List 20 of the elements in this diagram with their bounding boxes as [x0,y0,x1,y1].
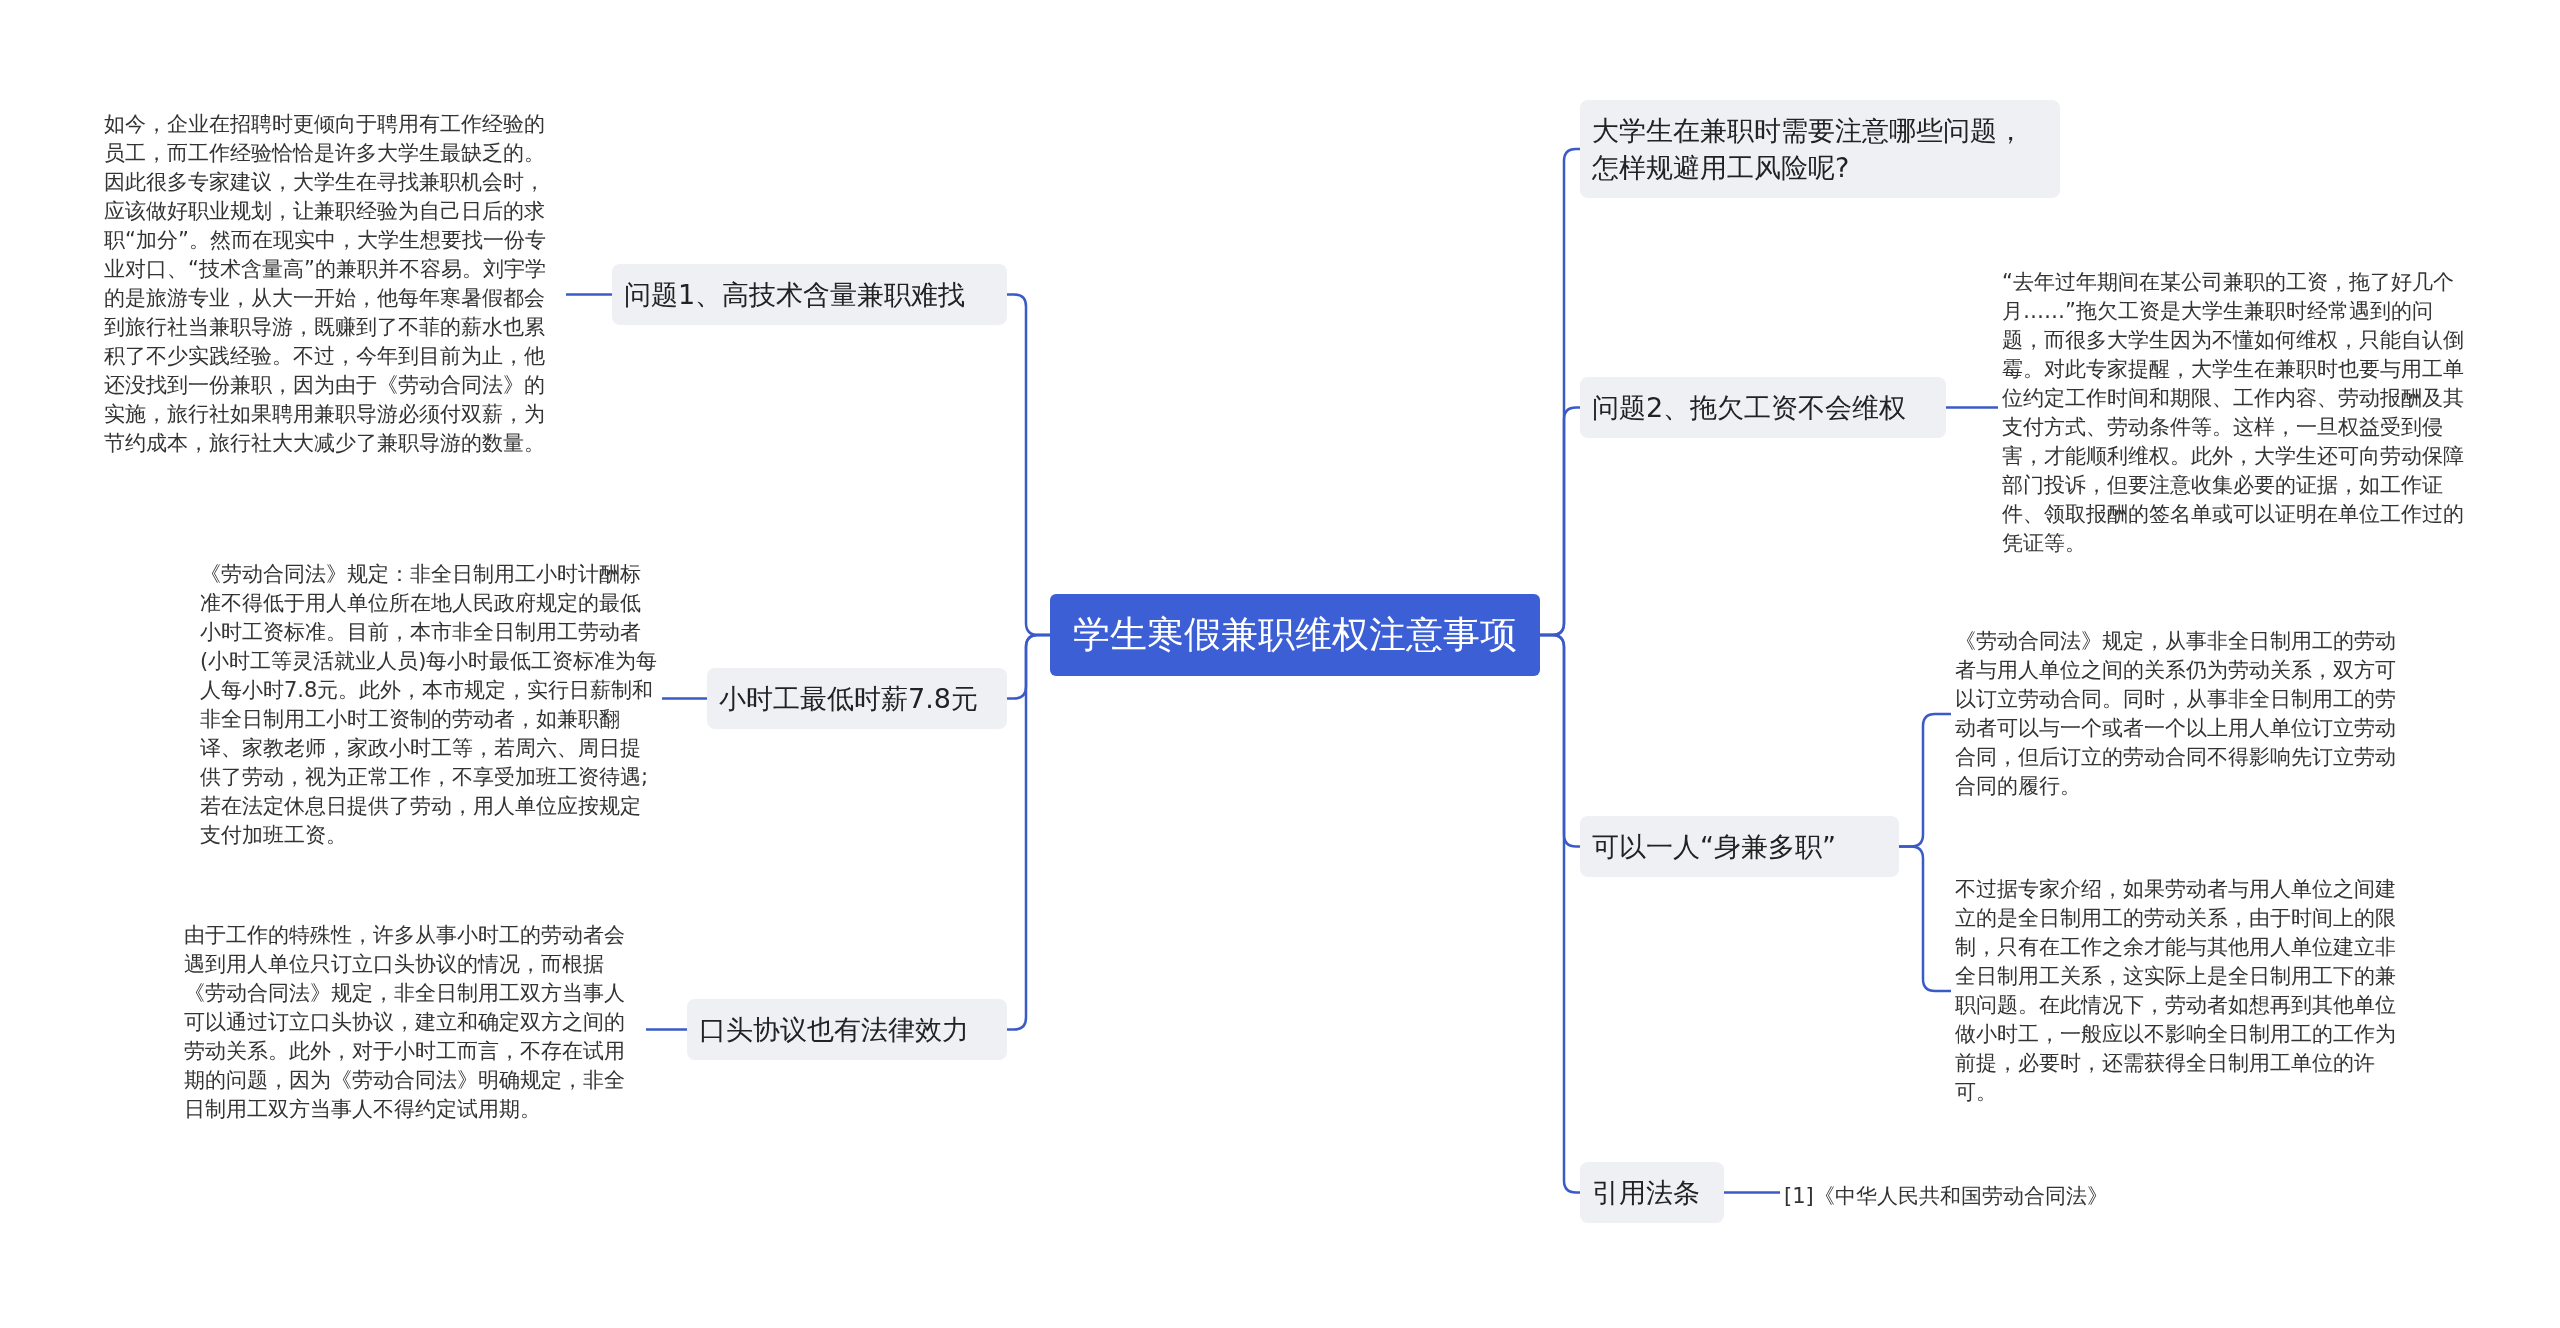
connector-line [1946,406,1998,409]
topic-box: 小时工最低时薪7.8元 [707,668,1007,729]
topic-box: 问题1、高技术含量兼职难找 [612,264,1007,325]
central-topic: 学生寒假兼职维权注意事项 [1050,594,1540,676]
note-text: 《劳动合同法》规定：非全日制用工小时计酬标准不得低于用人单位所在地人民政府规定的最低小时工资标准。目前，本市非全日制用工劳动者(小时工等灵活就业人员)每小时最低工资标准为每人每小时7.8元。此外，本市规定，实行日薪制和非全日制用工小时工资制的劳动者，如兼职翻译、家教老师，家政小时工等，若周六、周日提供了劳动，视为正常工作，不享受加班工资待遇;若在法定休息日提供了劳动，用人单位应按规定支付加班工资。 [196,556,662,854]
note-text: 《劳动合同法》规定，从事非全日制用工的劳动者与用人单位之间的关系仍为劳动关系，双方可以订立劳动合同。同时，从事非全日制用工的劳动者可以与一个或者一个以上用人单位订立劳动合同，但后订立的劳动合同不得影响先订立劳动合同的履行。 [1951,623,2417,805]
connector-line [662,697,707,700]
reference-text: [1]《中华人民共和国劳动合同法》 [1780,1178,2160,1215]
topic-box: 大学生在兼职时需要注意哪些问题，怎样规避用工风险呢? [1580,100,2060,198]
note-text: 由于工作的特殊性，许多从事小时工的劳动者会遇到用人单位只订立口头协议的情况，而根据《劳动合同法》规定，非全日制用工双方当事人可以通过订立口头协议，建立和确定双方之间的劳动关系。此外，对于小时工而言，不存在试用期的问题，因为《劳动合同法》明确规定，非全日制用工双方当事人不得约定试用期。 [180,917,646,1128]
connector-line [566,293,612,296]
connector-line [646,1028,687,1031]
connector-line [1724,1191,1780,1194]
topic-box: 口头协议也有法律效力 [687,999,1007,1060]
topic-box: 引用法条 [1580,1162,1724,1223]
note-text: 不过据专家介绍，如果劳动者与用人单位之间建立的是全日制用工的劳动关系，由于时间上的限制，只有在工作之余才能与其他用人单位建立非全日制用工关系，这实际上是全日制用工下的兼职问题。在此情况下，劳动者如想再到其他单位做小时工，一般应以不影响全日制用工的工作为前提，必要时，还需获得全日制用工单位的许可。 [1951,871,2417,1111]
note-text: “去年过年期间在某公司兼职的工资，拖了好几个月……”拖欠工资是大学生兼职时经常遇到的问题，而很多大学生因为不懂如何维权，只能自认倒霉。对此专家提醒，大学生在兼职时也要与用工单位约定工作时间和期限、工作内容、劳动报酬及其支付方式、劳动条件等。这样，一旦权益受到侵害，才能顺利维权。此外，大学生还可向劳动保障部门投诉，但要注意收集必要的证据，如工作证件、领取报酬的签名单或可以证明在单位工作过的凭证等。 [1998,264,2468,562]
topic-box: 可以一人“身兼多职” [1580,816,1899,877]
note-text: 如今，企业在招聘时更倾向于聘用有工作经验的员工，而工作经验恰恰是许多大学生最缺乏的。因此很多专家建议，大学生在寻找兼职机会时，应该做好职业规划，让兼职经验为自己日后的求职“加分”。然而在现实中，大学生想要找一份专业对口、“技术含量高”的兼职并不容易。刘宇学的是旅游专业，从大一开始，他每年寒暑假都会到旅行社当兼职导游，既赚到了不菲的薪水也累积了不少实践经验。不过，今年到目前为止，他还没找到一份兼职，因为由于《劳动合同法》的实施，旅行社如果聘用兼职导游必须付双薪，为节约成本，旅行社大大减少了兼职导游的数量。 [100,106,566,462]
topic-box: 问题2、拖欠工资不会维权 [1580,377,1946,438]
